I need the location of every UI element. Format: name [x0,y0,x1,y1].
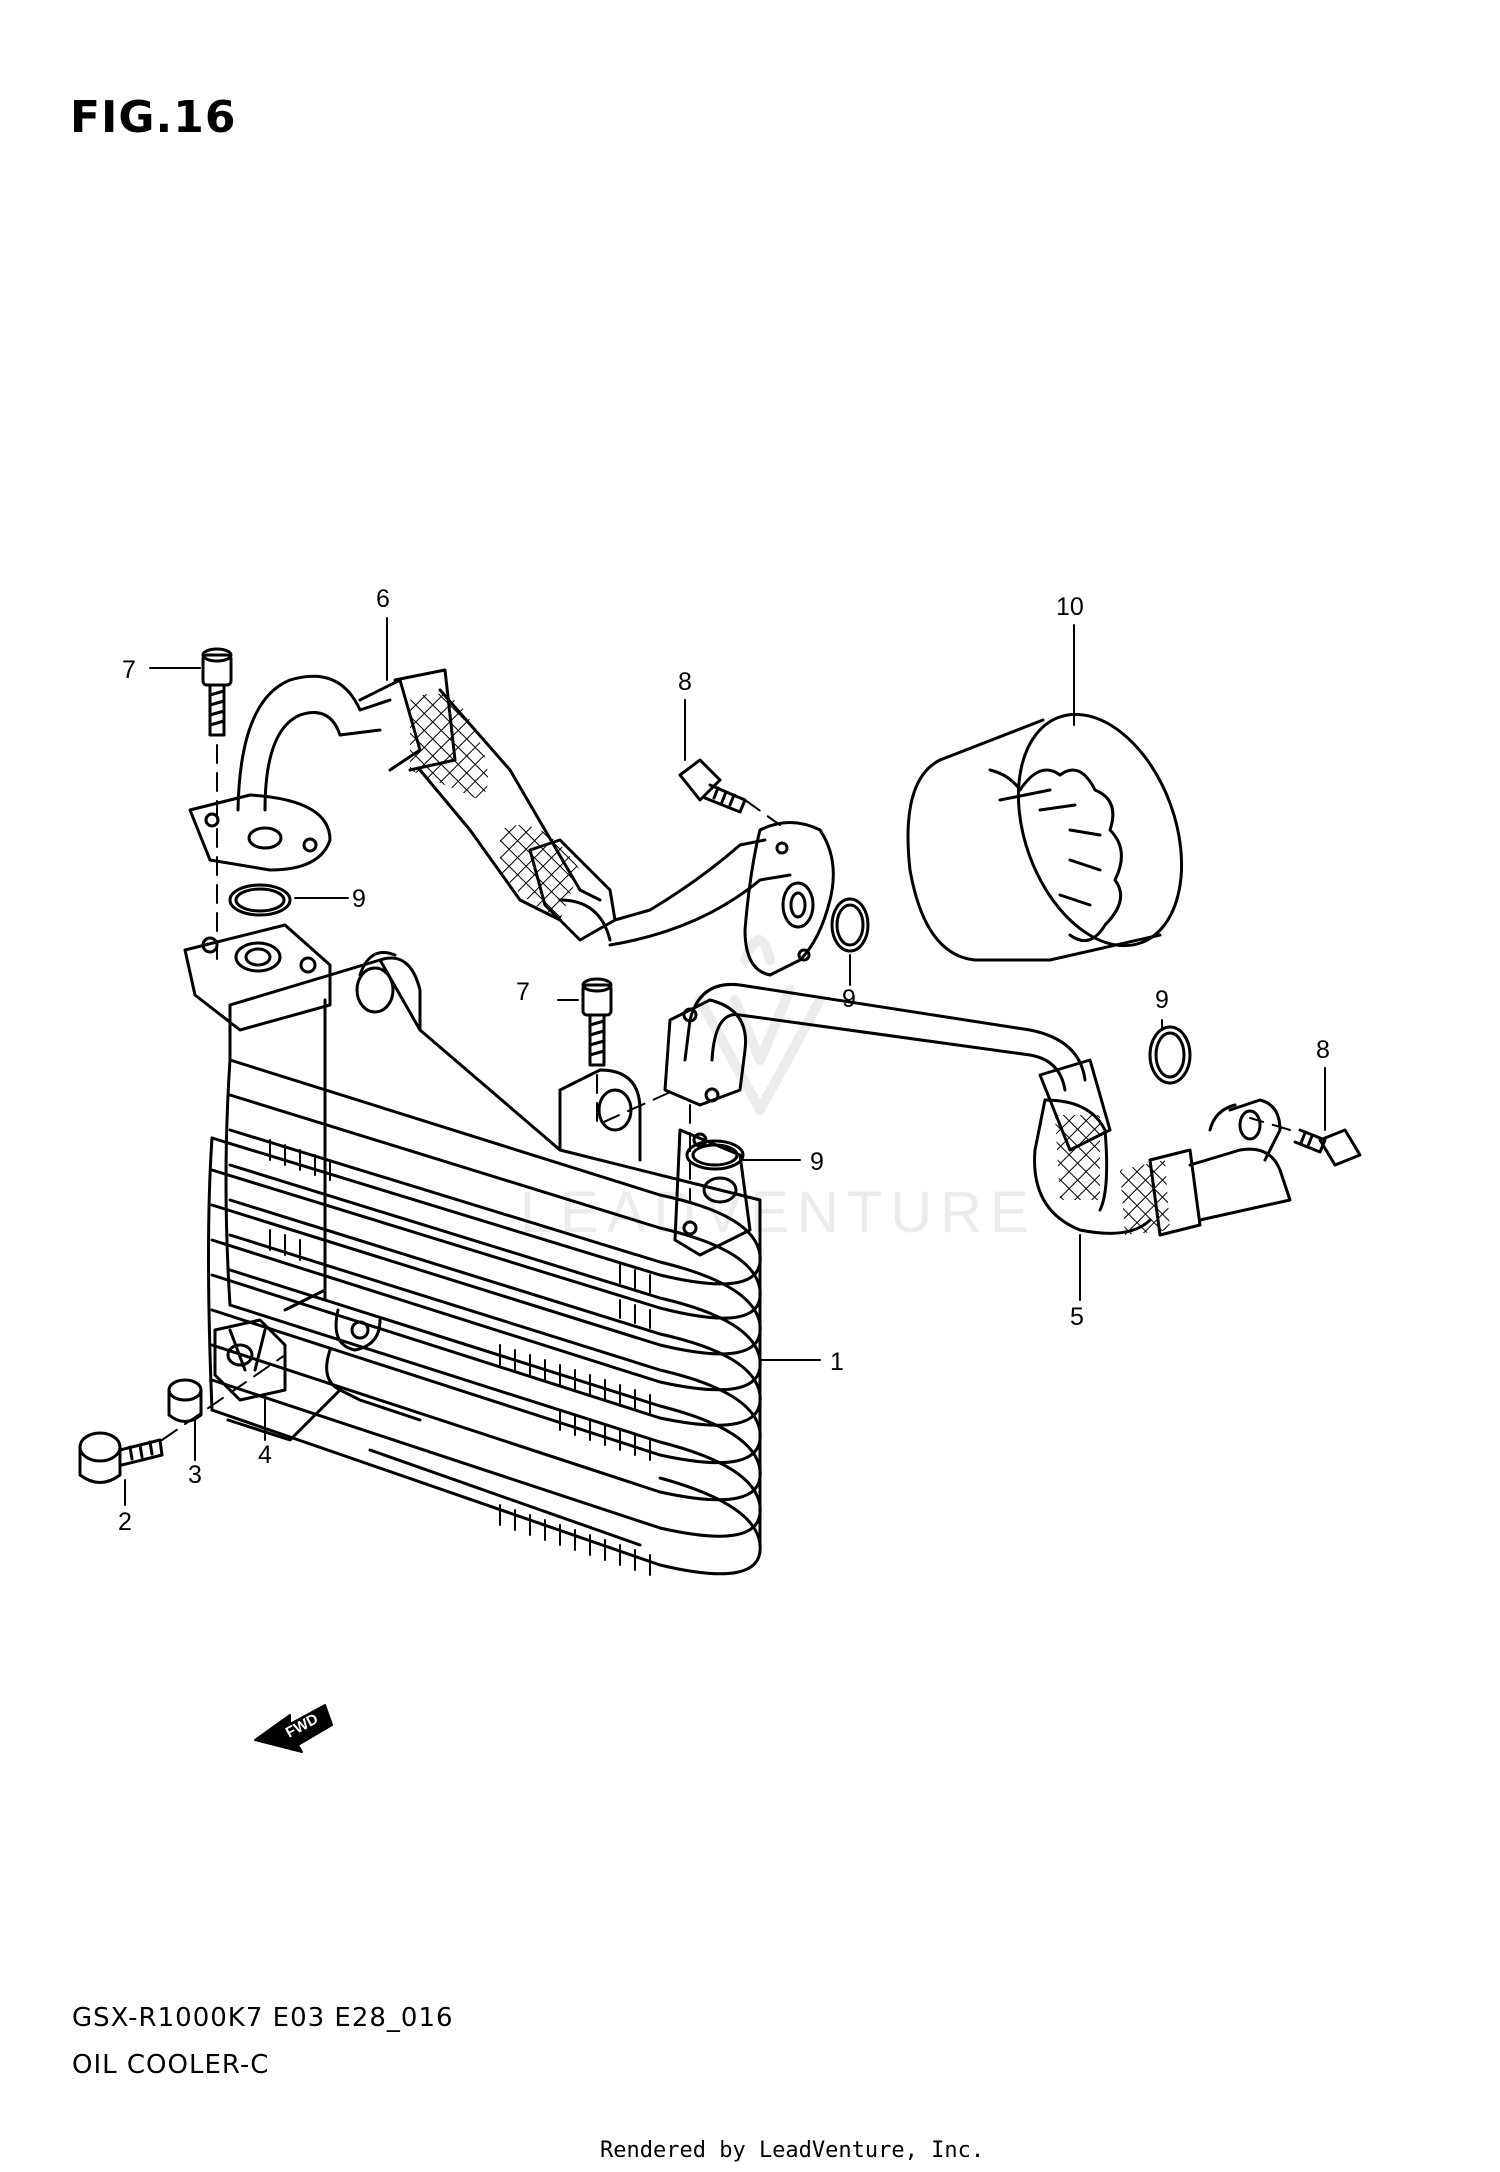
callout-labels: 6 7 8 10 9 9 7 9 8 9 5 1 4 3 2 [118,585,1330,1536]
cooler-fins [207,1058,762,1576]
bolts [78,647,1362,1484]
callout-8-upper: 8 [678,668,692,696]
model-code: GSX-R1000K7 E03 E28_016 [72,2003,454,2033]
callout-6: 5 [1070,1303,1084,1331]
section-name: OIL COOLER-C [72,2050,270,2080]
fwd-arrow-icon: FWD [254,1704,333,1753]
o-rings-9 [228,883,1192,1171]
callout-9-lower: 9 [810,1148,824,1176]
oil-hose-6 [663,982,1292,1237]
assembly-guide-lines [161,744,1291,1441]
callout-9-left: 9 [352,885,366,913]
figure-title: FIG.16 [70,92,237,143]
leader-lines [124,617,1326,1506]
oil-filter-10 [906,712,1184,962]
oil-cooler-part [183,923,762,1576]
callout-9-center: 9 [842,985,856,1013]
oil-hose-5 [188,668,835,977]
callout-7-middle: 7 [516,978,530,1006]
callout-8-right: 8 [1316,1036,1330,1064]
footer-credit: Rendered by LeadVenture, Inc. [600,2138,985,2163]
callout-4: 4 [258,1441,272,1469]
callout-10: 10 [1056,593,1084,621]
callout-1: 1 [830,1348,844,1376]
callout-9-right: 9 [1155,986,1169,1014]
callout-7-top: 7 [122,656,136,684]
callout-3: 3 [188,1461,202,1489]
watermark-text: LEADVENTURE [520,1180,1037,1245]
callout-2: 2 [118,1508,132,1536]
callout-5: 6 [376,585,390,613]
